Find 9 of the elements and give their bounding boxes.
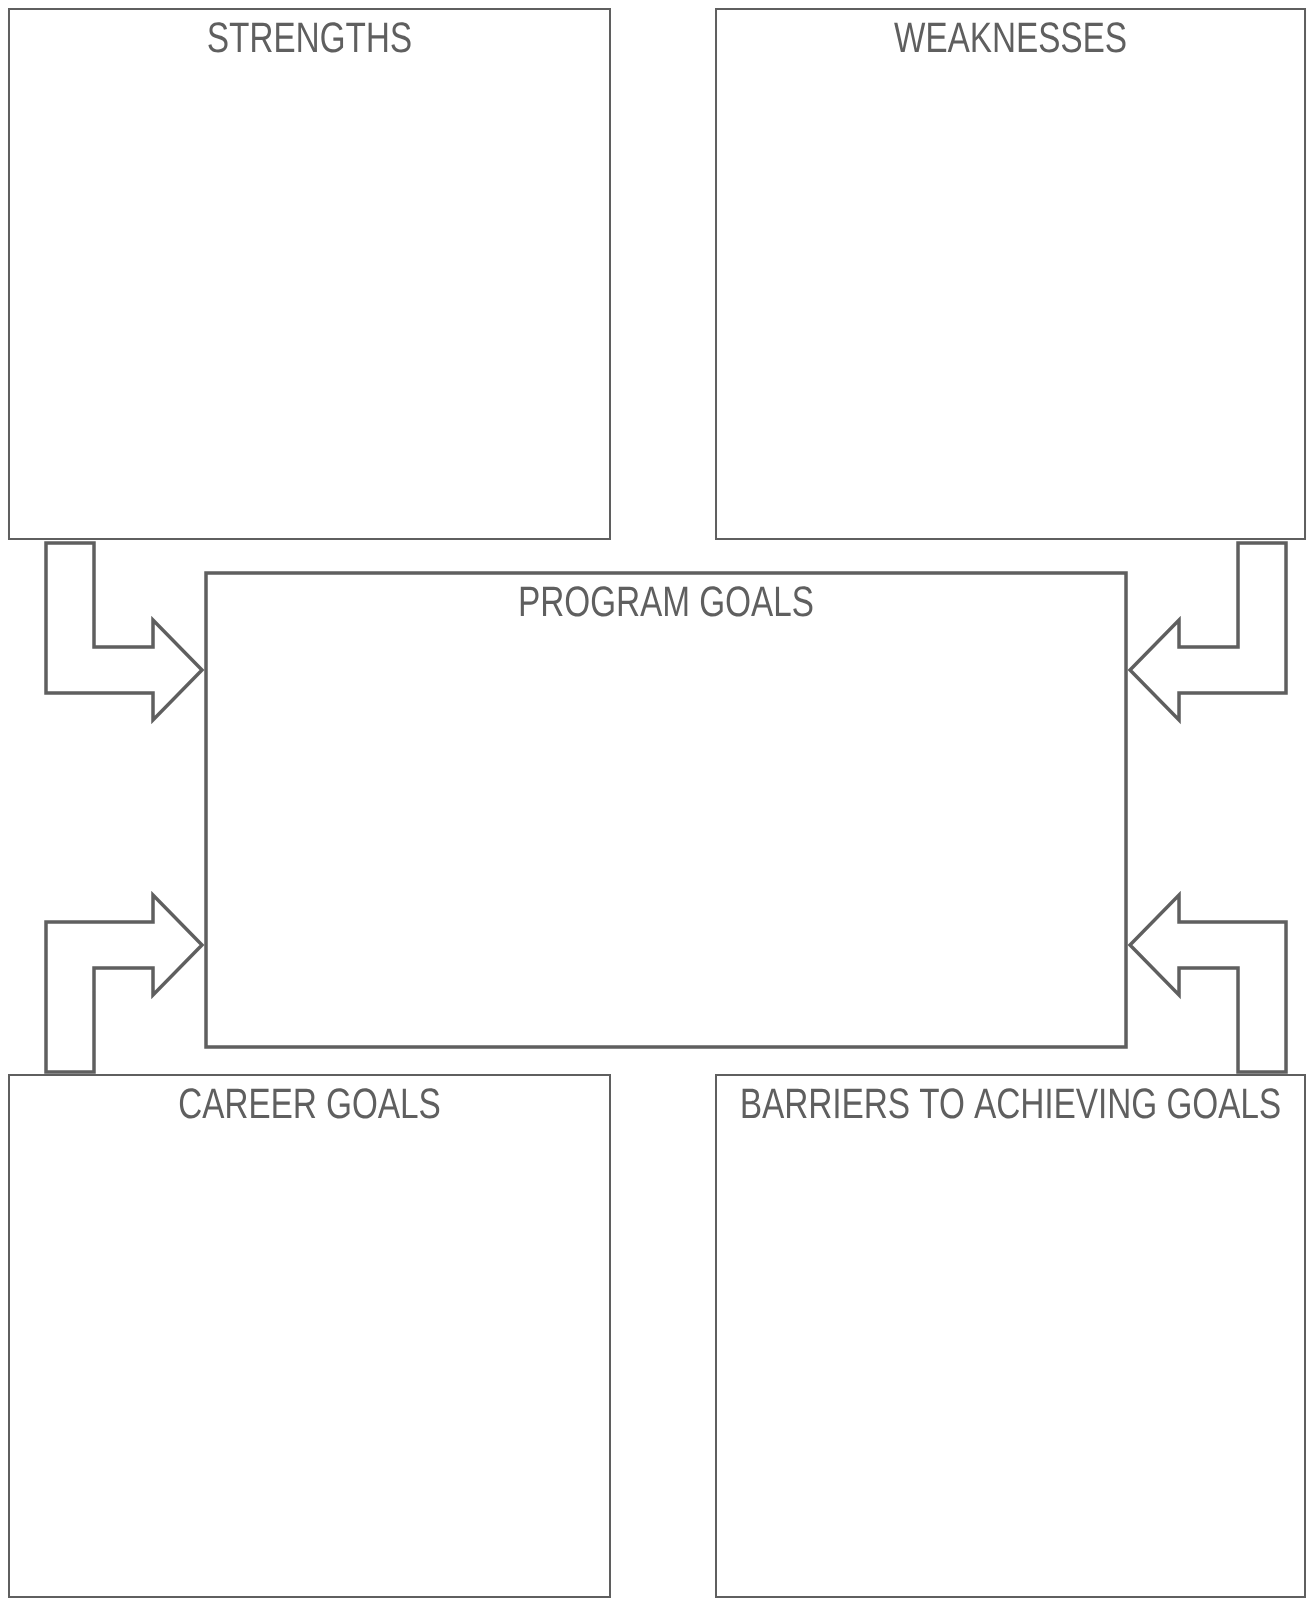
bent-arrow: [44, 541, 205, 725]
section-box: BARRIERS TO ACHIEVING GOALS: [715, 1074, 1306, 1598]
section-box: STRENGTHS: [8, 8, 611, 540]
section-box: WEAKNESSES: [715, 8, 1306, 540]
bent-arrow: [1127, 541, 1288, 725]
section-box: CAREER GOALS: [8, 1074, 611, 1598]
goal-box: PROGRAM GOALS: [204, 571, 1128, 1049]
bent-arrow: [44, 890, 205, 1074]
bent-arrow: [1127, 890, 1288, 1074]
